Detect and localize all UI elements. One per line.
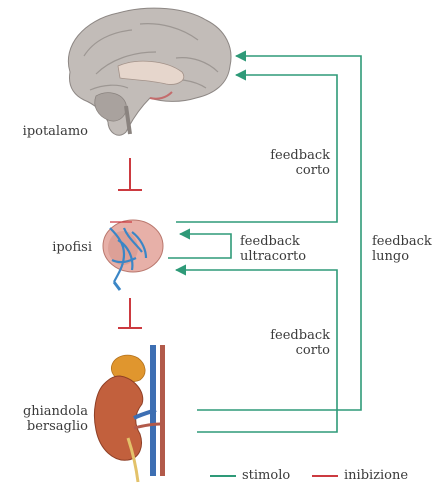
inhibition-marker-top: [118, 158, 142, 190]
legend-stimulus-label: stimolo: [242, 468, 290, 483]
label-feedback-long-line2: lungo: [372, 249, 438, 264]
label-feedback-ultrashort-line1: feedback: [240, 234, 340, 249]
brain-illustration: [68, 8, 231, 135]
label-feedback-short-bottom-line1: feedback: [250, 328, 330, 343]
label-feedback-long: feedback lungo: [372, 234, 438, 264]
kidney-illustration: [94, 345, 165, 482]
label-target-gland-line1: ghiandola: [4, 404, 88, 419]
label-feedback-short-bottom: feedback corto: [250, 328, 330, 358]
label-feedback-short-top-line2: corto: [250, 163, 330, 178]
label-target-gland: ghiandola bersaglio: [4, 404, 88, 434]
pituitary-illustration: [103, 220, 163, 290]
inhibition-marker-bottom: [118, 298, 142, 328]
legend-inhibition-label: inibizione: [344, 468, 408, 483]
label-feedback-ultrashort-line2: ultracorto: [240, 249, 340, 264]
feedback-ultrashort-arrow: [168, 234, 231, 258]
label-feedback-ultrashort: feedback ultracorto: [240, 234, 340, 264]
label-feedback-short-bottom-line2: corto: [250, 343, 330, 358]
label-feedback-long-line1: feedback: [372, 234, 438, 249]
label-pituitary: ipofisi: [18, 240, 92, 255]
label-feedback-short-top-line1: feedback: [250, 148, 330, 163]
label-target-gland-line2: bersaglio: [4, 419, 88, 434]
label-feedback-short-top: feedback corto: [250, 148, 330, 178]
label-hypothalamus: ipotalamo: [8, 124, 88, 139]
